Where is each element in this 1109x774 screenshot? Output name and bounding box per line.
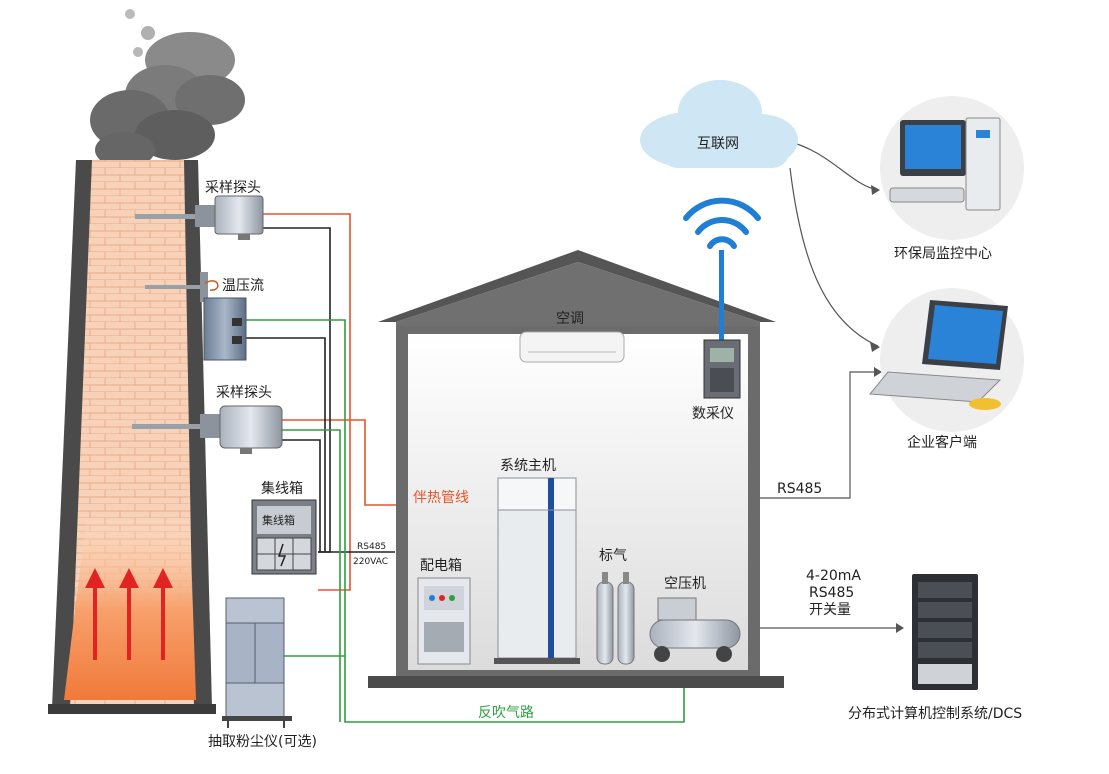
vac-small-label: 220VAC	[353, 557, 388, 567]
temp-pressure-flow-label: 温压流	[222, 278, 264, 294]
temp-pressure-flow-sensor[interactable]	[145, 272, 247, 361]
junction-box-inner-label: 集线箱	[262, 513, 295, 527]
sampling-probe-top[interactable]	[135, 195, 264, 240]
chimney	[48, 160, 216, 714]
air-compressor[interactable]	[649, 597, 741, 662]
epa-center-computer[interactable]	[880, 96, 1024, 240]
rs485-small-label: RS485	[357, 542, 386, 552]
cloud-icon	[640, 80, 798, 168]
distribution-box[interactable]	[417, 577, 471, 665]
air-compressor-label: 空压机	[664, 576, 706, 592]
system-host-label: 系统主机	[500, 458, 556, 474]
dcs-server-rack[interactable]	[912, 574, 978, 690]
wiring	[244, 139, 904, 723]
enterprise-client-label: 企业客户端	[907, 434, 977, 451]
heat-trace-label: 伴热管线	[413, 490, 469, 506]
signal-switch-label: 开关量	[809, 602, 851, 618]
back-blow-label: 反吹气路	[478, 705, 534, 721]
smoke	[90, 9, 245, 168]
signal-420-label: 4-20mA	[806, 568, 861, 584]
lightning-icon	[277, 543, 287, 567]
rs485-right-label: RS485	[777, 481, 822, 497]
internet-label: 互联网	[697, 136, 739, 152]
flow-arrow-icon	[85, 568, 173, 660]
junction-box-label: 集线箱	[261, 480, 303, 497]
dcs-label: 分布式计算机控制系统/DCS	[848, 706, 1022, 722]
wifi-icon	[683, 197, 761, 340]
standard-gas-cylinders[interactable]	[596, 572, 635, 665]
data-collector-label: 数采仪	[692, 406, 734, 422]
system-host-cabinet[interactable]	[494, 477, 580, 664]
distribution-box-label: 配电箱	[420, 558, 462, 574]
probe-top-label: 采样探头	[205, 180, 261, 196]
epa-center-label: 环保局监控中心	[894, 246, 992, 262]
standard-gas-label: 标气	[599, 548, 627, 564]
data-collector[interactable]	[703, 339, 741, 399]
extraction-dust-meter[interactable]	[222, 597, 292, 728]
junction-box[interactable]: 集线箱	[251, 499, 317, 575]
signal-rs485-label: RS485	[809, 585, 854, 601]
sampling-probe-mid[interactable]	[132, 405, 283, 454]
dust-meter-label: 抽取粉尘仪(可选)	[208, 734, 317, 750]
probe-mid-label: 采样探头	[216, 385, 272, 401]
air-conditioner-label: 空调	[556, 311, 584, 327]
enterprise-laptop[interactable]	[869, 288, 1024, 432]
air-conditioner[interactable]	[519, 331, 625, 363]
